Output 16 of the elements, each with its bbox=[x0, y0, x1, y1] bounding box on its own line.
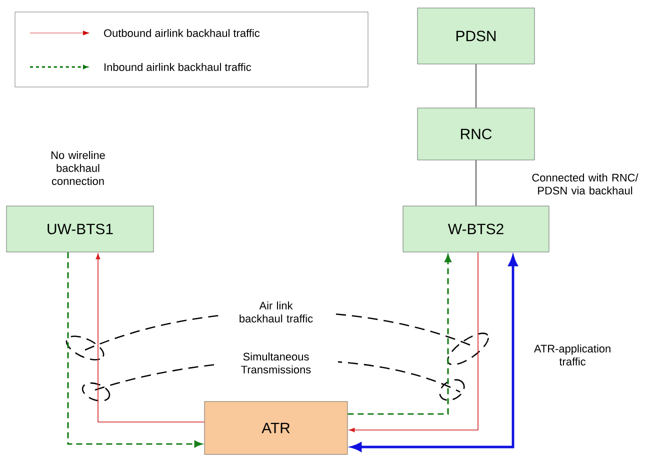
arrow bbox=[67, 252, 202, 448]
network-box: RNC bbox=[417, 108, 535, 160]
note-text: Connected with RNC/ PDSN via backhaul bbox=[532, 174, 638, 194]
device-box: ATR bbox=[204, 401, 348, 455]
legend-text: Outbound airlink backhaul traffic bbox=[104, 28, 260, 38]
annotation-text: Simultaneous Transmissions bbox=[214, 350, 338, 376]
network-box: W-BTS2 bbox=[402, 206, 550, 252]
network-box: UW-BTS1 bbox=[6, 206, 154, 252]
network-box: PDSN bbox=[417, 8, 535, 64]
annotation-text: Air link backhaul traffic bbox=[219, 300, 333, 324]
legend-text: Inbound airlink backhaul traffic bbox=[104, 62, 252, 72]
arrow bbox=[349, 252, 478, 432]
arrow bbox=[96, 254, 205, 422]
edge-label: ATR-application traffic bbox=[534, 344, 610, 366]
note-text: No wireline backhaul connection bbox=[52, 151, 105, 185]
arrow bbox=[348, 254, 452, 415]
